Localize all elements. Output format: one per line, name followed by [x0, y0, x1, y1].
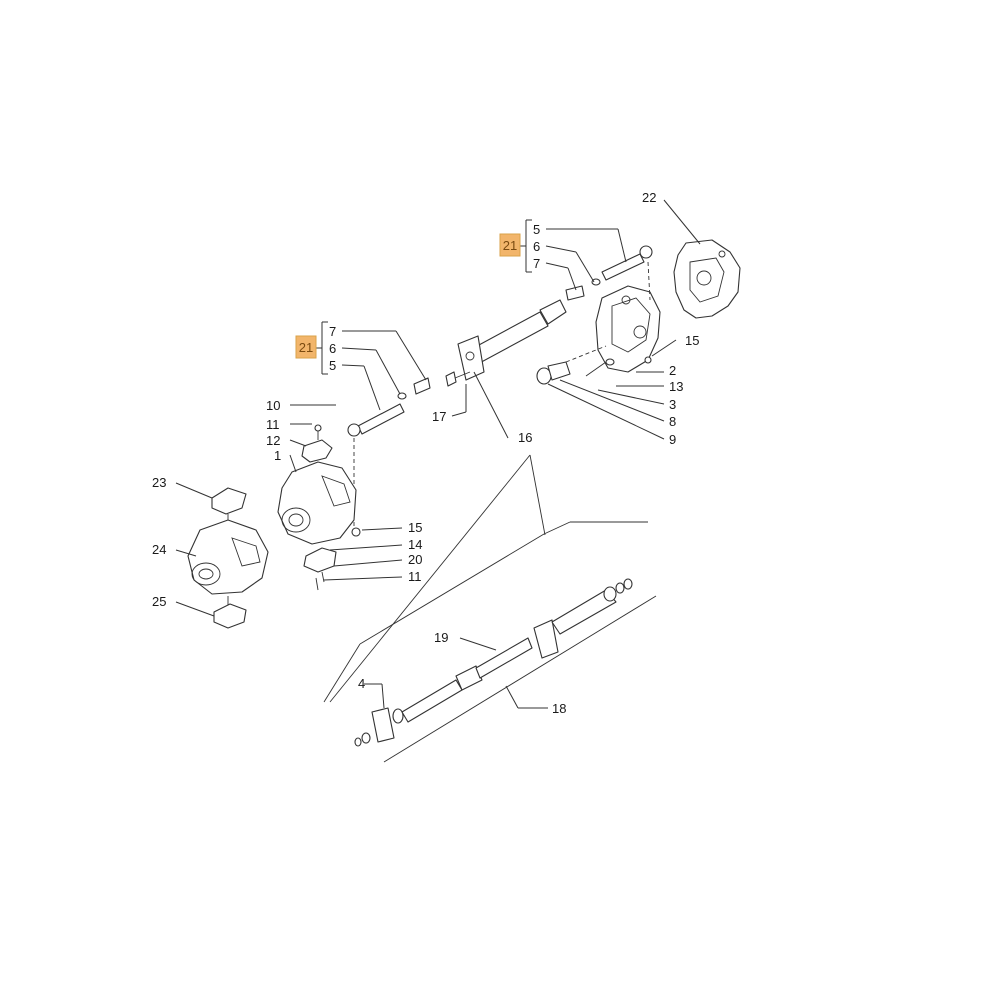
callout-10: 10 [266, 398, 280, 413]
group-top-label-5: 5 [533, 222, 540, 237]
callout-22: 22 [642, 190, 656, 205]
callout-3: 3 [669, 397, 676, 412]
callout-24: 24 [152, 542, 166, 557]
callout-11-top: 11 [266, 417, 280, 432]
callout-9: 9 [669, 432, 676, 447]
far-left-knuckle-assembly [187, 487, 269, 629]
callout-23: 23 [152, 475, 166, 490]
callout-8: 8 [669, 414, 676, 429]
callout-12: 12 [266, 433, 280, 448]
right-hub-knuckle-2 [595, 285, 661, 373]
highlight-21-top[interactable]: 21 [499, 233, 521, 257]
group-top-label-7: 7 [533, 256, 540, 271]
callout-4: 4 [358, 676, 365, 691]
callout-25: 25 [152, 594, 166, 609]
left-steering-knuckle-1 [277, 424, 357, 545]
callout-16: 16 [518, 430, 532, 445]
group-left-label-7: 7 [329, 324, 336, 339]
center-tube-16 [445, 299, 567, 387]
callout-15-left: 15 [408, 520, 422, 535]
lower-detail-shaft [323, 454, 657, 763]
callout-13: 13 [669, 379, 683, 394]
highlight-label-21-top: 21 [503, 238, 517, 253]
group-left-label-6: 6 [329, 341, 336, 356]
right-steering-knuckle-22 [673, 239, 741, 319]
highlight-21-left[interactable]: 21 [295, 335, 317, 359]
callout-11-bottom: 11 [408, 569, 422, 584]
right-tie-rod-end-5 [601, 245, 653, 301]
callout-2: 2 [669, 363, 676, 378]
callout-18: 18 [552, 701, 566, 716]
callout-14: 14 [408, 537, 422, 552]
leader-lines [175, 199, 701, 709]
callout-15-right: 15 [685, 333, 699, 348]
right-small-parts [536, 278, 652, 385]
highlight-label-21-left: 21 [299, 340, 313, 355]
callout-19: 19 [434, 630, 448, 645]
callout-17: 17 [432, 409, 446, 424]
callout-1: 1 [274, 448, 281, 463]
group-top-label-6: 6 [533, 239, 540, 254]
left-tie-rod-5 [347, 377, 431, 530]
group-left-label-5: 5 [329, 358, 336, 373]
callout-20: 20 [408, 552, 422, 567]
